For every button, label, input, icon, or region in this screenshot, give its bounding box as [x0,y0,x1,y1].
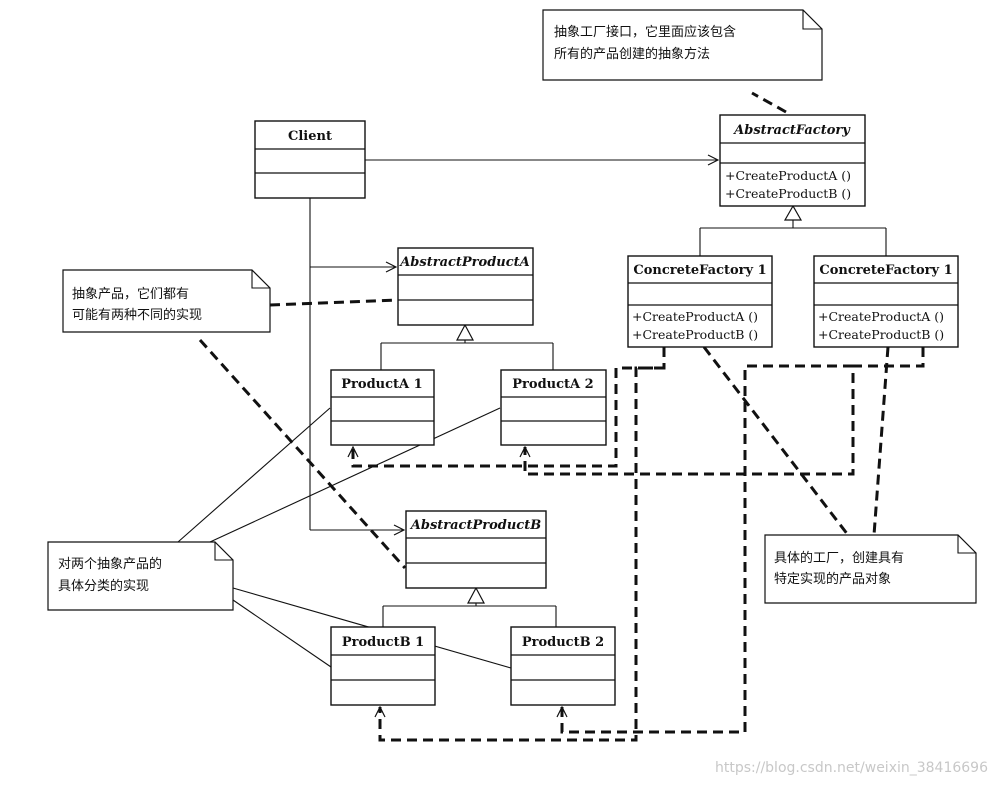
class-product-b1[interactable]: ProductB 1 [330,626,436,706]
class-product-b1-name: ProductB 1 [342,635,424,650]
class-product-a1-name: ProductA 1 [341,377,422,392]
class-abstract-factory-op1: +CreateProductA () [725,168,851,183]
class-abstract-product-b[interactable]: AbstractProductB [405,510,547,589]
note-abstract-products-line2: 可能有两种不同的实现 [72,307,202,323]
class-product-a2-name: ProductA 2 [512,377,593,392]
class-concrete-factory-1-op1: +CreateProductA () [632,309,758,324]
note-abstract-products-line1: 抽象产品，它们都有 [72,286,189,302]
note-concrete-factories: 具体的工厂，创建具有 特定实现的产品对象 [764,534,977,604]
association-lines [309,160,718,530]
productb-generalization-triangle [467,586,485,604]
class-concrete-factory-2-name: ConcreteFactory 1 [819,263,952,278]
note-factory-interface-line2: 所有的产品创建的抽象方法 [554,46,710,62]
class-client[interactable]: Client [254,120,366,199]
note-concrete-factories-line1: 具体的工厂，创建具有 [774,550,904,566]
class-product-a2[interactable]: ProductA 2 [500,369,607,446]
generalization-lines [380,204,887,627]
class-product-b2-name: ProductB 2 [522,635,604,650]
class-abstract-product-a[interactable]: AbstractProductA [397,247,534,326]
note-concrete-products: 对两个抽象产品的 具体分类的实现 [47,541,234,611]
producta-generalization-triangle [456,323,474,341]
note-concrete-products-line2: 具体分类的实现 [58,578,149,594]
class-concrete-factory-1-op2: +CreateProductB () [632,327,758,342]
factory-generalization-triangle [783,204,803,221]
watermark-text: https://blog.csdn.net/weixin_38416696 [715,760,988,776]
class-abstract-factory-name: AbstractFactory [732,123,851,138]
class-client-name: Client [288,129,332,144]
note-concrete-factories-line2: 特定实现的产品对象 [774,571,891,587]
class-concrete-factory-2[interactable]: ConcreteFactory 1 +CreateProductA () +Cr… [813,255,959,348]
class-concrete-factory-2-op2: +CreateProductB () [818,327,944,342]
note-concrete-products-line1: 对两个抽象产品的 [58,556,162,572]
class-product-a1[interactable]: ProductA 1 [330,369,435,446]
class-product-b2[interactable]: ProductB 2 [510,626,616,706]
class-abstract-factory-op2: +CreateProductB () [725,186,851,201]
note-factory-interface-line1: 抽象工厂接口，它里面应该包含 [554,24,736,40]
note-factory-interface: 抽象工厂接口，它里面应该包含 所有的产品创建的抽象方法 [542,9,823,81]
class-concrete-factory-1-name: ConcreteFactory 1 [633,263,766,278]
class-concrete-factory-2-op1: +CreateProductA () [818,309,944,324]
note-abstract-products: 抽象产品，它们都有 可能有两种不同的实现 [62,269,271,333]
class-abstract-product-b-name: AbstractProductB [409,518,541,533]
class-concrete-factory-1[interactable]: ConcreteFactory 1 +CreateProductA () +Cr… [627,255,773,348]
dependency-lines [198,91,925,742]
class-abstract-product-a-name: AbstractProductA [398,255,530,270]
class-abstract-factory[interactable]: AbstractFactory +CreateProductA () +Crea… [719,114,866,207]
